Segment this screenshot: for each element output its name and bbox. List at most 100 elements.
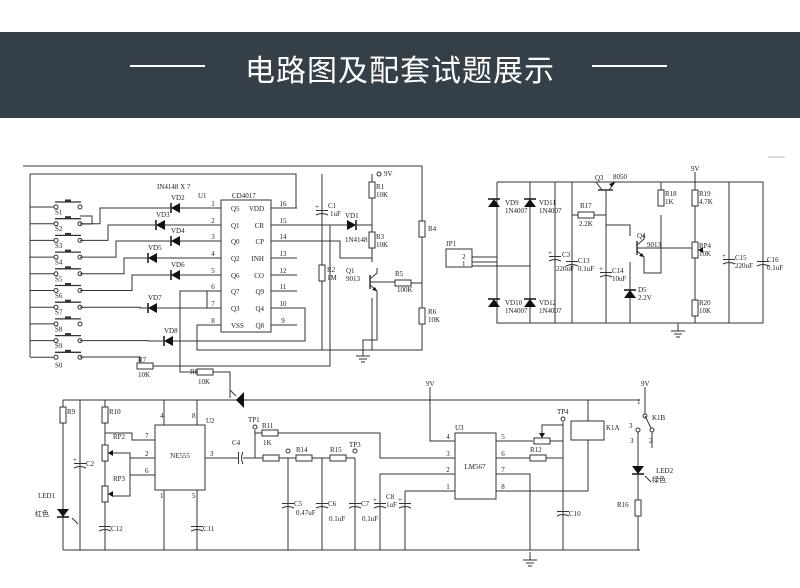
q3-wire	[595, 181, 603, 191]
lm567-chip	[454, 432, 497, 500]
label-r3_val: 10K	[376, 241, 388, 249]
label-c15: C15	[735, 254, 747, 262]
ne555-chip	[154, 424, 206, 491]
push-switch-button	[65, 349, 71, 353]
potentiometer-rp3	[101, 485, 109, 503]
capacitor-c10-plate	[556, 514, 570, 517]
label-vd12: VD12	[539, 299, 557, 307]
title-rule-left	[130, 65, 205, 67]
label-r11_val: 1K	[263, 439, 272, 447]
label-tp4: TP4	[557, 408, 569, 416]
push-switch-button	[65, 299, 71, 303]
diode-vd3-icon	[156, 220, 165, 230]
q2-base-wire	[213, 371, 231, 398]
r7-cr-wire	[153, 224, 331, 367]
supply-terminal	[376, 171, 382, 177]
pin7-wire	[496, 473, 531, 550]
push-switch-button	[65, 232, 71, 236]
label-pin_nums_right-4: 12	[280, 267, 288, 275]
push-switch-button	[65, 333, 71, 336]
section-banner: 电路图及配套试题展示	[0, 32, 800, 118]
label-rp3: RP3	[113, 475, 126, 483]
label-pins_right-6: Q4	[255, 305, 264, 313]
label-diode_note: IN4148 X 7	[157, 183, 191, 191]
label-p1: 1	[160, 492, 164, 500]
potentiometer-rp2	[101, 444, 109, 462]
power-supply-circuit: VD91N4007VD111N4007VD101N4007VD121N4007J…	[445, 156, 785, 338]
relay-k1a	[570, 420, 605, 441]
label-u1: U1	[198, 192, 207, 200]
label-led1: LED1	[38, 492, 56, 500]
outer-bus	[23, 165, 423, 351]
resistor-r4	[418, 220, 426, 238]
r11-wire	[278, 432, 455, 459]
capacitor-c8-plate	[373, 506, 387, 509]
label-q1: Q1	[346, 267, 355, 275]
diode-vd1-icon	[347, 220, 356, 230]
label-rect_part: 1N4007	[539, 207, 562, 215]
label-q3: Q3	[595, 174, 604, 182]
potentiometer-rp4-wiper-icon	[698, 247, 703, 253]
resistor-r13	[262, 454, 280, 462]
light-arrow-icon	[71, 517, 79, 525]
pin4-wire	[429, 387, 455, 442]
diode-wire	[80, 257, 148, 275]
polarity-plus: +	[599, 265, 603, 273]
label-rect_part: 1N4007	[505, 207, 528, 215]
push-switch-button	[65, 216, 71, 219]
label-pins_right-2: CP	[255, 238, 264, 246]
label-c1_val: 1uF	[330, 210, 341, 218]
label-q1_part: 9013	[346, 275, 361, 283]
capacitor-c11-plate	[190, 529, 204, 532]
label-c5: C5	[294, 500, 303, 508]
diode-vd7-icon	[148, 303, 157, 313]
label-c2: C2	[86, 460, 95, 468]
label-q4: Q4	[637, 232, 646, 240]
label-r17_val: 2.2K	[579, 220, 593, 228]
label-led1_color: 红色	[35, 509, 49, 518]
label-q4_part: 9013	[647, 241, 662, 249]
label-r20: R20	[699, 299, 711, 307]
label-vd1_part: 1N4148	[345, 236, 368, 244]
label-r10: R10	[109, 408, 121, 416]
resistor-r8	[196, 368, 214, 376]
label-rp2: RP2	[113, 433, 126, 441]
label-supply: 9V	[641, 380, 650, 388]
label-supply: 9V	[426, 380, 435, 388]
label-switches-8: S9	[55, 342, 63, 350]
label-k1b_p1: 1	[637, 398, 641, 406]
light-arrow-icon	[644, 475, 652, 483]
label-p7: 7	[145, 432, 149, 440]
label-switches-9: S0	[55, 361, 63, 369]
label-pins_left-1: Q1	[231, 222, 240, 230]
label-u2: U2	[206, 417, 215, 425]
potentiometer-rp5-wiper-icon	[539, 433, 545, 438]
capacitor-c14-plate	[599, 275, 613, 278]
diode-vd4-icon	[171, 236, 180, 246]
label-pin_nums_left-3: 4	[211, 250, 215, 258]
label-r1: R1	[376, 183, 385, 191]
label-c13_val: 0.1uF	[578, 265, 594, 273]
label-pins_left-2: Q0	[231, 238, 240, 246]
push-switch-button	[65, 283, 71, 286]
label-r11: R11	[262, 422, 274, 430]
potentiometer-rp4	[691, 241, 699, 259]
label-p3: 3	[210, 450, 214, 458]
label-vd6: VD6	[171, 261, 185, 269]
label-c3: C3	[562, 251, 571, 259]
r7-wire	[80, 356, 141, 366]
resistor-r12	[529, 454, 547, 462]
label-rect_part: 1N4007	[539, 307, 562, 315]
supply-rails	[496, 181, 764, 324]
wire	[80, 215, 93, 225]
relay-contact	[649, 427, 655, 433]
potentiometer-rp5	[533, 437, 551, 445]
capacitor-c6-plate	[315, 506, 329, 509]
label-r20_val: 10K	[699, 307, 711, 315]
diode-vd11-icon	[524, 199, 536, 207]
q4-wire	[180, 307, 306, 342]
label-r3: R3	[376, 233, 385, 241]
diode-wire	[80, 306, 148, 309]
label-vd1: VD1	[345, 212, 359, 220]
